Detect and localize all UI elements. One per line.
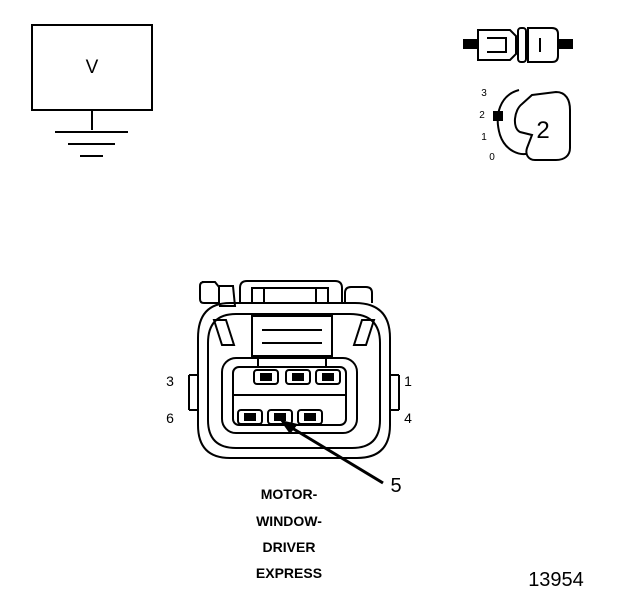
switch-position-1: 1 xyxy=(481,132,487,143)
callout-arrow xyxy=(280,420,384,485)
connector-name-line-3: DRIVER xyxy=(263,539,316,555)
connector-name-line-1: MOTOR- xyxy=(261,486,318,502)
selector-switch-icon xyxy=(493,89,571,161)
switch-position-2: 2 xyxy=(479,110,485,121)
terminal-row-top xyxy=(253,369,341,385)
pin-label-3: 3 xyxy=(166,373,174,389)
switch-position-3: 3 xyxy=(481,88,487,99)
switch-selected-label: 2 xyxy=(536,117,549,144)
test-lead-icon xyxy=(463,27,573,63)
pin-label-5: 5 xyxy=(390,475,401,497)
terminal-row-bottom xyxy=(237,409,323,425)
voltmeter-symbol xyxy=(31,24,153,157)
figure-number: 13954 xyxy=(528,569,584,591)
connector-name-line-2: WINDOW- xyxy=(256,513,322,529)
pin-label-4: 4 xyxy=(404,410,412,426)
voltmeter-label: V xyxy=(86,57,99,78)
connector-name-line-4: EXPRESS xyxy=(256,565,322,581)
pin-label-6: 6 xyxy=(166,410,174,426)
pin-label-1: 1 xyxy=(404,373,412,389)
switch-position-0: 0 xyxy=(489,152,495,163)
